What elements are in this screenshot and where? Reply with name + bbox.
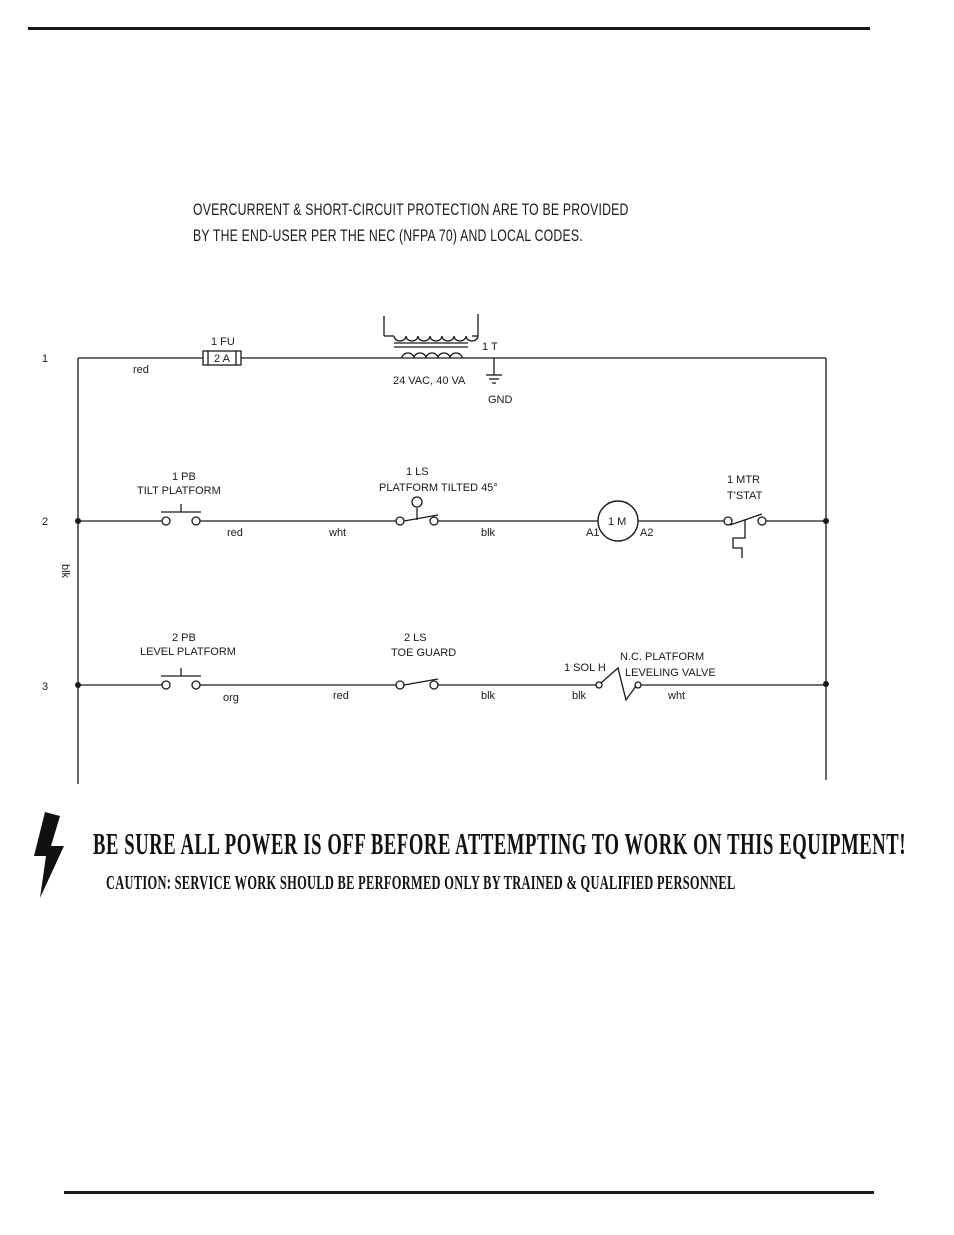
- wire-label-r3-wht: wht: [667, 690, 685, 702]
- wire-label-left-blk: blk: [59, 564, 71, 579]
- wire-label-r1-red: red: [133, 364, 149, 376]
- warning-main: BE SURE ALL POWER IS OFF BEFORE ATTEMPTI…: [93, 826, 907, 861]
- tstat-desc: T'STAT: [727, 490, 763, 502]
- ls1-desc: PLATFORM TILTED 45°: [379, 482, 498, 494]
- motor-a1: A1: [586, 527, 599, 539]
- solenoid-1solh: [595, 666, 642, 702]
- warning-caution: CAUTION: SERVICE WORK SHOULD BE PERFORME…: [106, 872, 736, 894]
- tstat-label: 1 MTR: [727, 474, 760, 486]
- fuse-1fu: 2 A: [202, 350, 242, 366]
- rung3-right-node: [823, 681, 829, 687]
- fuse-label: 1 FU: [211, 336, 235, 348]
- wire-label-r2-wht: wht: [328, 527, 346, 539]
- wire-label-r3-blk1: blk: [481, 690, 496, 702]
- pushbutton-1pb: [161, 504, 201, 526]
- rung-label-3: 3: [42, 681, 48, 693]
- header-rule: [28, 27, 870, 30]
- note-line-2: BY THE END-USER PER THE NEC (NFPA 70) AN…: [193, 226, 583, 245]
- sol-label: 1 SOL H: [564, 662, 606, 674]
- wire-label-r2-blk: blk: [481, 527, 496, 539]
- motor-label: 1 M: [608, 516, 626, 528]
- lightning-bolt-icon: [34, 812, 64, 898]
- pushbutton-2pb: [161, 668, 201, 690]
- transformer-label: 1 T: [482, 341, 498, 353]
- wire-label-r2-red: red: [227, 527, 243, 539]
- transformer-ground: GND: [488, 394, 513, 406]
- fuse-value: 2 A: [214, 353, 231, 365]
- pb1-label: 1 PB: [172, 471, 196, 483]
- wire-label-r3-red: red: [333, 690, 349, 702]
- wire-label-r3-org: org: [223, 692, 239, 704]
- ls2-label: 2 LS: [404, 632, 427, 644]
- transformer-1t: [383, 314, 502, 384]
- ls2-desc: TOE GUARD: [391, 647, 456, 659]
- pb2-desc: LEVEL PLATFORM: [140, 646, 236, 658]
- pb2-label: 2 PB: [172, 632, 196, 644]
- sol-desc-1: N.C. PLATFORM: [620, 651, 704, 663]
- rung-label-2: 2: [42, 516, 48, 528]
- note-line-1: OVERCURRENT & SHORT-CIRCUIT PROTECTION A…: [193, 200, 629, 219]
- sol-desc-2: LEVELING VALVE: [625, 667, 716, 679]
- limit-switch-2ls: [395, 678, 439, 690]
- transformer-rating: 24 VAC, 40 VA: [393, 375, 466, 387]
- pb1-desc: TILT PLATFORM: [137, 485, 221, 497]
- wire-label-r3-blk2: blk: [572, 690, 587, 702]
- limit-switch-1ls: [395, 496, 439, 526]
- thermostat-1mtr: [723, 513, 767, 558]
- footer-rule: [64, 1191, 874, 1194]
- wiring-diagram: 1 2 3 2 A 1 FU red 1 T 24 VAC, 40 VA GND: [42, 314, 829, 784]
- rung-label-1: 1: [42, 353, 48, 365]
- motor-a2: A2: [640, 527, 653, 539]
- ls1-label: 1 LS: [406, 466, 429, 478]
